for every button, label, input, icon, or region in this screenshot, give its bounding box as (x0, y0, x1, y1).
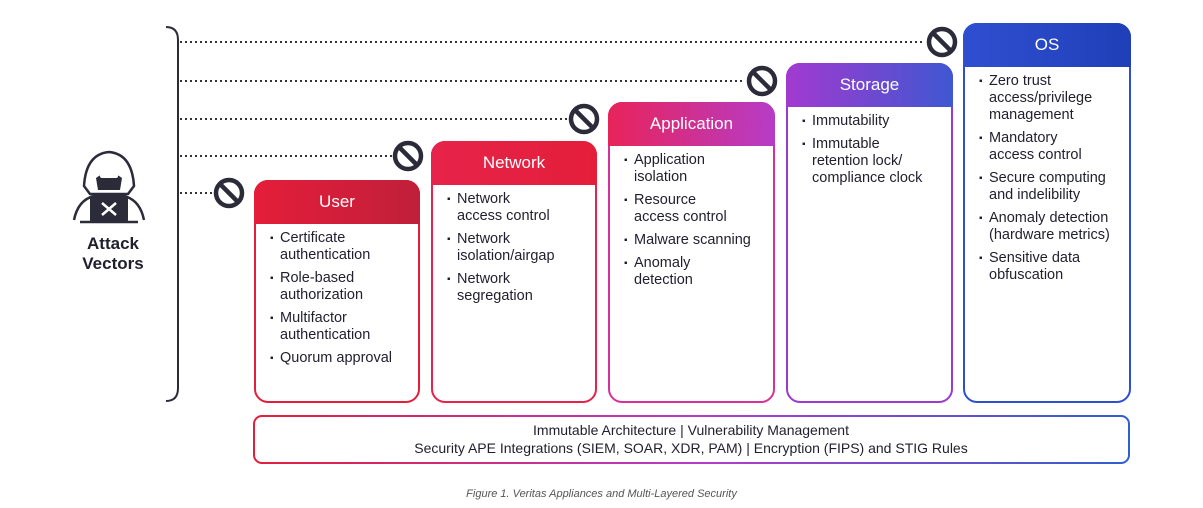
foundation-border (253, 415, 1130, 464)
foundation-line-1: Immutable Architecture | Vulnerability M… (533, 422, 849, 438)
layer-card-application: Application Application isolation Resour… (608, 102, 775, 403)
list-item: Application isolation (624, 152, 763, 186)
layer-items-user: Certificate authentication Role-based au… (270, 230, 408, 367)
attack-vectors-label: Attack Vectors (82, 234, 144, 273)
list-item: Network segregation (447, 271, 585, 305)
foundation-line-2: Security APE Integrations (SIEM, SOAR, X… (414, 440, 968, 456)
layer-card-network: Network Network access control Network i… (431, 141, 597, 403)
layer-items-os: Zero trust access/privilege management M… (979, 73, 1119, 284)
figure-caption: Figure 1. Veritas Appliances and Multi-L… (466, 488, 737, 500)
list-item: Secure computing and indelibility (979, 170, 1119, 204)
layer-items-network: Network access control Network isolation… (447, 191, 585, 305)
layer-card-os: OS Zero trust access/privilege managemen… (963, 23, 1131, 403)
blocked-icon (392, 140, 424, 172)
layer-header-network: Network (431, 141, 597, 185)
list-item: Resource access control (624, 192, 763, 226)
list-item: Zero trust access/privilege management (979, 73, 1119, 124)
layer-header-storage: Storage (786, 63, 953, 107)
list-item: Quorum approval (270, 350, 408, 367)
blocked-icon (746, 65, 778, 97)
list-item: Immutable retention lock/ compliance clo… (802, 136, 941, 187)
layer-items-application: Application isolation Resource access co… (624, 152, 763, 289)
layer-card-storage: Storage Immutability Immutable retention… (786, 63, 953, 403)
blocked-icon (926, 26, 958, 58)
list-item: Role-based authorization (270, 270, 408, 304)
layer-header-user: User (254, 180, 420, 224)
list-item: Immutability (802, 113, 941, 130)
blocked-icon (213, 177, 245, 209)
layer-items-storage: Immutability Immutable retention lock/ c… (802, 113, 941, 187)
list-item: Multifactor authentication (270, 310, 408, 344)
layer-header-os: OS (963, 23, 1131, 67)
list-item: Anomaly detection (624, 255, 763, 289)
list-item: Sensitive data obfuscation (979, 250, 1119, 284)
foundation-box: Immutable Architecture | Vulnerability M… (253, 415, 1129, 463)
list-item: Mandatory access control (979, 130, 1119, 164)
layer-card-user: User Certificate authentication Role-bas… (254, 180, 420, 403)
hacker-icon (72, 150, 146, 224)
list-item: Malware scanning (624, 232, 763, 249)
layer-header-application: Application (608, 102, 775, 146)
list-item: Certificate authentication (270, 230, 408, 264)
attack-bracket (165, 26, 179, 402)
list-item: Network isolation/airgap (447, 231, 585, 265)
list-item: Network access control (447, 191, 585, 225)
list-item: Anomaly detection (hardware metrics) (979, 210, 1119, 244)
blocked-icon (568, 103, 600, 135)
